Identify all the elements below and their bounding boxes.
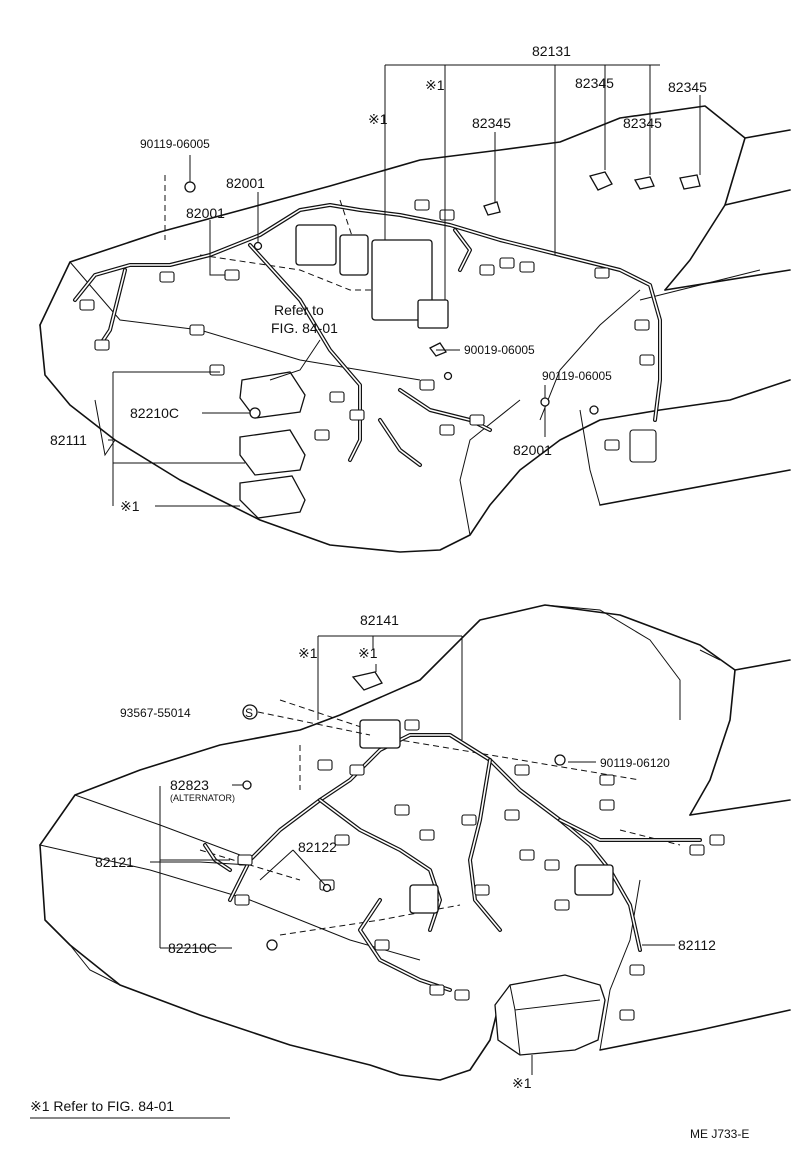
label-82001-b: 82001: [186, 205, 225, 221]
label-82345-a: 82345: [575, 75, 614, 91]
label-note-1-a: ※1: [425, 77, 445, 93]
label-82345-d: 82345: [623, 115, 662, 131]
label-refer-fig: FIG. 84-01: [271, 320, 338, 336]
bottom-vehicle-view: 82141 ※1 ※1 93567-55014 S 90119-06120 82…: [39, 604, 791, 1091]
label-note-1-e: ※1: [358, 645, 378, 661]
label-82001-a: 82001: [226, 175, 265, 191]
label-82111: 82111: [50, 432, 87, 448]
label-82823: 82823: [170, 777, 209, 793]
label-alternator: (ALTERNATOR): [170, 793, 235, 803]
label-90019-06005: 90019-06005: [464, 343, 535, 357]
label-90119-06005-a: 90119-06005: [140, 137, 210, 151]
top-vehicle-view: 82131 ※1 ※1 82345 82345 82345 82345 9011…: [39, 43, 791, 553]
label-note-1-b: ※1: [368, 111, 388, 127]
label-82122: 82122: [298, 839, 337, 855]
label-note-1-c: ※1: [120, 498, 140, 514]
label-82210c-top: 82210C: [130, 405, 179, 421]
footnote-refer: ※1 Refer to FIG. 84-01: [30, 1098, 174, 1114]
label-note-1-d: ※1: [298, 645, 318, 661]
label-82141: 82141: [360, 612, 399, 628]
label-82001-c: 82001: [513, 442, 552, 458]
label-90119-06005-b: 90119-06005: [542, 369, 612, 383]
label-s-symbol: S: [245, 706, 253, 720]
drawing-code: ME J733-E: [690, 1127, 749, 1141]
label-82345-b: 82345: [668, 79, 707, 95]
label-90119-06120: 90119-06120: [600, 756, 670, 770]
label-82112: 82112: [678, 937, 716, 953]
label-note-1-f: ※1: [512, 1075, 532, 1091]
label-82131: 82131: [532, 43, 571, 59]
label-82345-c: 82345: [472, 115, 511, 131]
label-93567-55014: 93567-55014: [120, 706, 191, 720]
label-refer-to: Refer to: [274, 302, 324, 318]
label-82210c-bottom: 82210C: [168, 940, 217, 956]
label-82121: 82121: [95, 854, 134, 870]
